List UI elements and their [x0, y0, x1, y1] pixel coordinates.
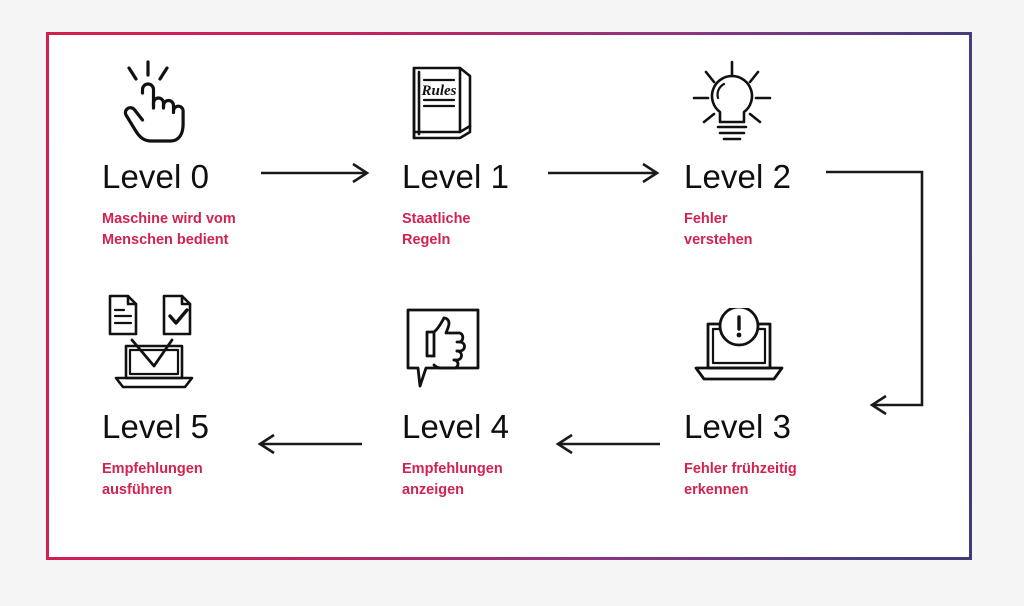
level-card-level-5: Level 5 Empfehlungen ausführen: [102, 294, 392, 500]
rules-book-label: Rules: [420, 83, 456, 99]
gradient-frame: [46, 32, 972, 560]
level-card-level-1: Rules Level 1 Staatliche Regeln: [402, 58, 692, 250]
thumbs-up-speech-bubble-icon: [402, 308, 692, 394]
levels-grid: Level 0 Maschine wird vom Menschen bedie…: [46, 32, 972, 560]
level-caption: Maschine wird vom Menschen bedient: [102, 211, 236, 248]
level-title: Level 0: [102, 158, 210, 195]
level-caption: Fehler verstehen: [684, 211, 753, 248]
level-title: Level 2: [684, 158, 792, 195]
level-title: Level 3: [684, 408, 792, 445]
level-caption: Staatliche Regeln: [402, 211, 471, 248]
lightbulb-icon: [684, 58, 974, 144]
level-card-level-0: Level 0 Maschine wird vom Menschen bedie…: [102, 58, 392, 250]
pointing-hand-tap-icon: [102, 58, 392, 144]
level-caption: Empfehlungen anzeigen: [402, 461, 503, 498]
documents-to-laptop-icon: [102, 294, 392, 394]
level-card-level-2: Level 2 Fehler verstehen: [684, 58, 974, 250]
level-title: Level 4: [402, 408, 510, 445]
frame-inner-panel: [49, 35, 969, 557]
rules-book-icon: Rules: [402, 58, 692, 144]
level-title: Level 1: [402, 158, 510, 195]
level-caption: Empfehlungen ausführen: [102, 461, 203, 498]
level-card-level-4: Level 4 Empfehlungen anzeigen: [402, 308, 692, 500]
level-caption: Fehler frühzeitig erkennen: [684, 461, 797, 498]
level-title: Level 5: [102, 408, 210, 445]
laptop-warning-icon: [684, 308, 974, 394]
level-card-level-3: Level 3 Fehler frühzeitig erkennen: [684, 308, 974, 500]
